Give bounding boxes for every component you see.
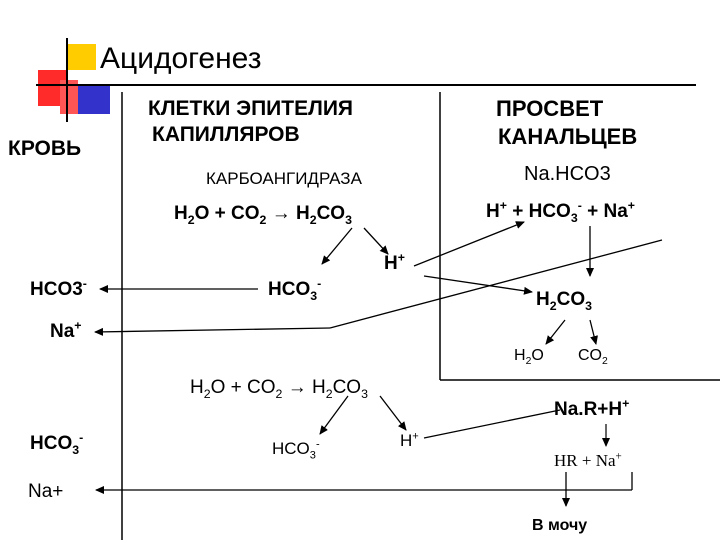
arrow-h-to-h2co3 — [423, 275, 533, 295]
na-blood-top: Na+ — [50, 318, 82, 342]
lumen-dissociation: H+ + HCO3- + Na+ — [486, 198, 635, 225]
reaction-bottom: H2O + CO2 → H2CO3 — [190, 377, 368, 401]
hco3-blood-top: HCO3- — [30, 276, 87, 300]
lumen-header-line2: КАНАЛЬЦЕВ — [498, 124, 638, 149]
h-ion-top: H+ — [384, 250, 405, 274]
page-title: Ацидогенез — [100, 42, 262, 75]
arrow-h2co3-to-co2 — [589, 319, 598, 345]
line-na-lumen-diag — [329, 239, 663, 329]
lumen-header-line1: ПРОСВЕТ — [496, 96, 604, 121]
line-h-to-lumen-buffer — [423, 409, 561, 439]
reaction-top: H2O + CO2 → H2CO3 — [174, 203, 352, 227]
h2co3-lumen: H2CO3 — [536, 289, 592, 313]
h2o-lumen: H2O — [514, 347, 544, 368]
enzyme-label: КАРБОАНГИДРАЗА — [206, 169, 362, 188]
blood-header: КРОВЬ — [8, 137, 82, 160]
co2-lumen: CO2 — [578, 347, 608, 368]
hco3-blood-bottom: HCO3- — [30, 430, 84, 457]
title-deco-vline — [66, 38, 68, 122]
hr-na: HR + Na+ — [554, 450, 622, 470]
arrow-h2co3-to-h — [363, 227, 389, 255]
arrow-h2co3-bottom-to-h — [379, 395, 407, 431]
urine-label: В мочу — [532, 517, 588, 534]
na-blood-bottom: Na+ — [28, 481, 64, 502]
epithelium-header-line2: КАПИЛЛЯРОВ — [152, 123, 300, 146]
title-deco-blue — [78, 84, 110, 114]
title-deco-yellow — [66, 44, 96, 70]
arrow-na-to-blood — [94, 327, 331, 336]
title-deco-red-small — [60, 80, 78, 114]
lumen-salt: Na.HCO3 — [524, 163, 611, 185]
arrow-h2co3-bottom-to-hco3 — [319, 395, 349, 435]
title-deco-hline — [36, 84, 696, 86]
lumen-buffer: Na.R+H+ — [554, 396, 630, 420]
arrow-h2co3-to-hco3 — [321, 227, 353, 265]
hco3-cell-bottom: HCO3- — [272, 438, 320, 462]
arrow-h-to-lumen — [413, 221, 525, 267]
arrow-h2co3-to-h2o — [545, 319, 566, 345]
h-ion-bottom: H+ — [400, 430, 419, 450]
hco3-cell-top: HCO3- — [268, 276, 322, 303]
epithelium-header-line1: КЛЕТКИ ЭПИТЕЛИЯ — [148, 97, 354, 120]
